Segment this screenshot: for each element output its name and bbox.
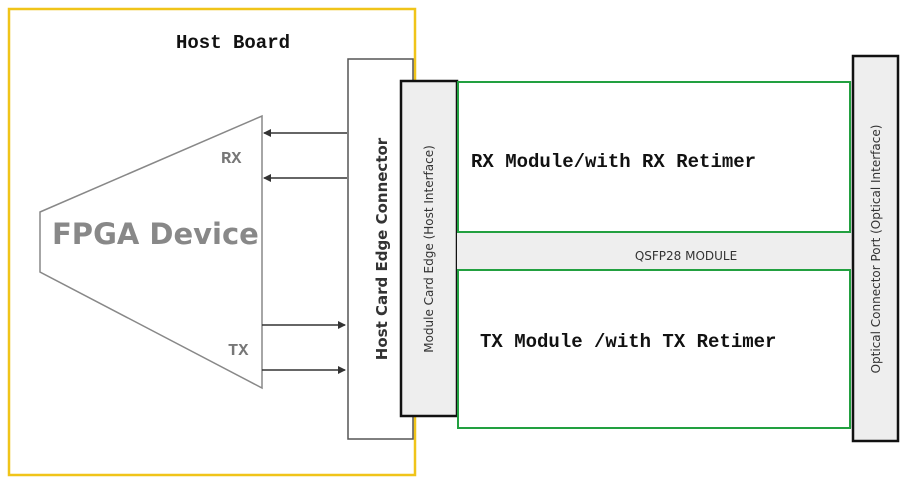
tx-module-block: [457, 269, 851, 429]
tx-module-label: TX Module /with TX Retimer: [480, 331, 776, 353]
qsfp28-module-label: QSFP28 MODULE: [635, 249, 737, 263]
module-edge-label: Module Card Edge (Host Interface): [422, 145, 436, 353]
rx-module-block: [457, 81, 851, 233]
fpga-rx-label: RX: [221, 150, 242, 169]
fpga-device-label: FPGA Device: [52, 217, 259, 251]
fpga-device-shape: [39, 114, 263, 390]
optical-connector-port: [851, 54, 900, 443]
module-card-edge: [399, 79, 459, 418]
fpga-tx-label: TX: [228, 342, 249, 361]
optical-port-label: Optical Connector Port (Optical Interfac…: [869, 125, 883, 374]
rx-module-label: RX Module/with RX Retimer: [471, 151, 756, 173]
host-board-title: Host Board: [176, 32, 290, 54]
host-connector-label: Host Card Edge Connector: [373, 137, 391, 360]
